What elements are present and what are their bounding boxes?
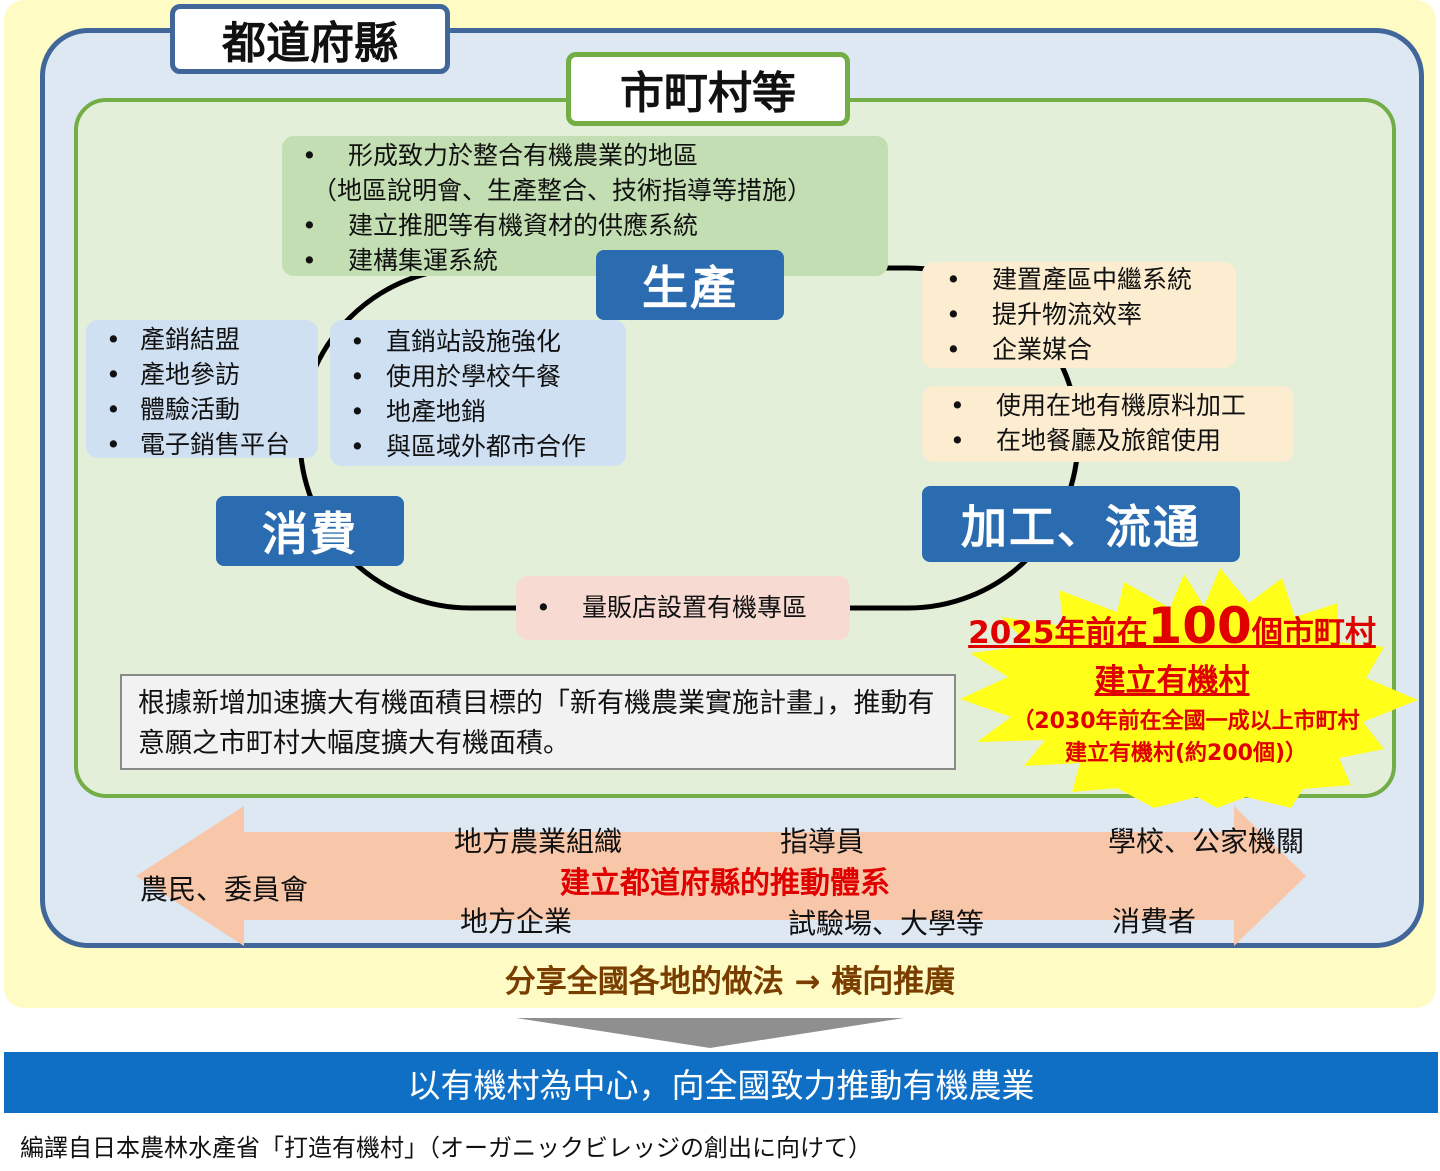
list-item: 電子銷售平台 xyxy=(86,427,318,462)
actor-advisor: 指導員 xyxy=(780,825,865,858)
actor-consumers: 消費者 xyxy=(1112,905,1197,938)
list-item: 在地餐廳及旅館使用 xyxy=(930,423,1294,458)
list-item: 地產地銷 xyxy=(330,394,626,429)
plan-description: 根據新增加速擴大有機面積目標的「新有機農業實施計畫」，推動有意願之市町村大幅度擴… xyxy=(120,674,956,770)
distribution-label: 加工、流通 xyxy=(922,486,1240,562)
share-text: 分享全國各地的做法 → 橫向推廣 xyxy=(504,964,956,1000)
list-item: 與區域外都市合作 xyxy=(330,429,626,464)
actor-local-business: 地方企業 xyxy=(460,905,573,938)
actor-farmers: 農民、委員會 xyxy=(140,873,309,906)
list-item: 量販店設置有機專區 xyxy=(516,590,850,625)
consumption-label: 消費 xyxy=(216,496,404,566)
list-item: 建立推肥等有機資材的供應系統 xyxy=(282,208,888,243)
target-suffix: 個市町村 xyxy=(1251,615,1376,651)
target-sub2: 建立有機村(約200個)） xyxy=(1064,741,1308,766)
list-item: 企業媒合 xyxy=(926,332,1236,367)
target-number: 100 xyxy=(1147,597,1252,655)
production-label: 生產 xyxy=(596,250,784,320)
list-item: 產地參訪 xyxy=(86,357,318,392)
list-item: 使用在地有機原料加工 xyxy=(930,388,1294,423)
consumption-measures-bottom: 量販店設置有機專區 xyxy=(516,576,850,640)
list-item: 建置產區中繼系統 xyxy=(926,262,1236,297)
target-prefix: 2025年前在 xyxy=(968,615,1148,651)
target-headline: 2025年前在100個市町村 建立有機村 xyxy=(956,596,1388,699)
actor-ag-org: 地方農業組織 xyxy=(454,825,623,858)
target-subtext: （2030年前在全國一成以上市町村 建立有機村(約200個)） xyxy=(976,706,1396,770)
distribution-measures-a: 建置產區中繼系統 提升物流效率 企業媒合 xyxy=(922,262,1236,368)
actor-research: 試驗場、大學等 xyxy=(788,907,985,940)
list-item: 體驗活動 xyxy=(86,392,318,427)
production-measures: 形成致力於整合有機農業的地區 （地區說明會、生產整合、技術指導等措施） 建立推肥… xyxy=(282,136,888,278)
list-item: 提升物流效率 xyxy=(926,297,1236,332)
target-line2: 建立有機村 xyxy=(1094,663,1250,699)
target-starburst xyxy=(960,568,1418,808)
down-arrow xyxy=(516,1018,904,1048)
distribution-measures-b: 使用在地有機原料加工 在地餐廳及旅館使用 xyxy=(922,386,1294,462)
list-item-note: （地區說明會、生產整合、技術指導等措施） xyxy=(312,176,813,205)
prefecture-tag: 都道府縣 xyxy=(170,4,450,74)
promotion-double-arrow xyxy=(136,806,1306,946)
list-item: 直銷站設施強化 xyxy=(330,324,626,359)
municipality-tag: 市町村等 xyxy=(566,52,850,126)
list-item: 使用於學校午餐 xyxy=(330,359,626,394)
consumption-measures-left: 產銷結盟 產地參訪 體驗活動 電子銷售平台 xyxy=(86,320,318,462)
list-item: 產銷結盟 xyxy=(86,322,318,357)
consumption-measures-right: 直銷站設施強化 使用於學校午餐 地產地銷 與區域外都市合作 xyxy=(330,320,626,466)
target-sub1: （2030年前在全國一成以上市町村 xyxy=(1012,709,1360,734)
conclusion-bar: 以有機村為中心，向全國致力推動有機農業 xyxy=(4,1052,1438,1113)
list-item: 建構集運系統 xyxy=(282,243,888,278)
list-item: 形成致力於整合有機農業的地區 xyxy=(282,138,888,173)
system-title: 建立都道府縣的推動體系 xyxy=(560,866,890,901)
source-note: 編譯自日本農林水產省「打造有機村」（オーガニックビレッジの創出に向けて） xyxy=(20,1134,872,1162)
actor-schools: 學校、公家機關 xyxy=(1108,825,1305,858)
